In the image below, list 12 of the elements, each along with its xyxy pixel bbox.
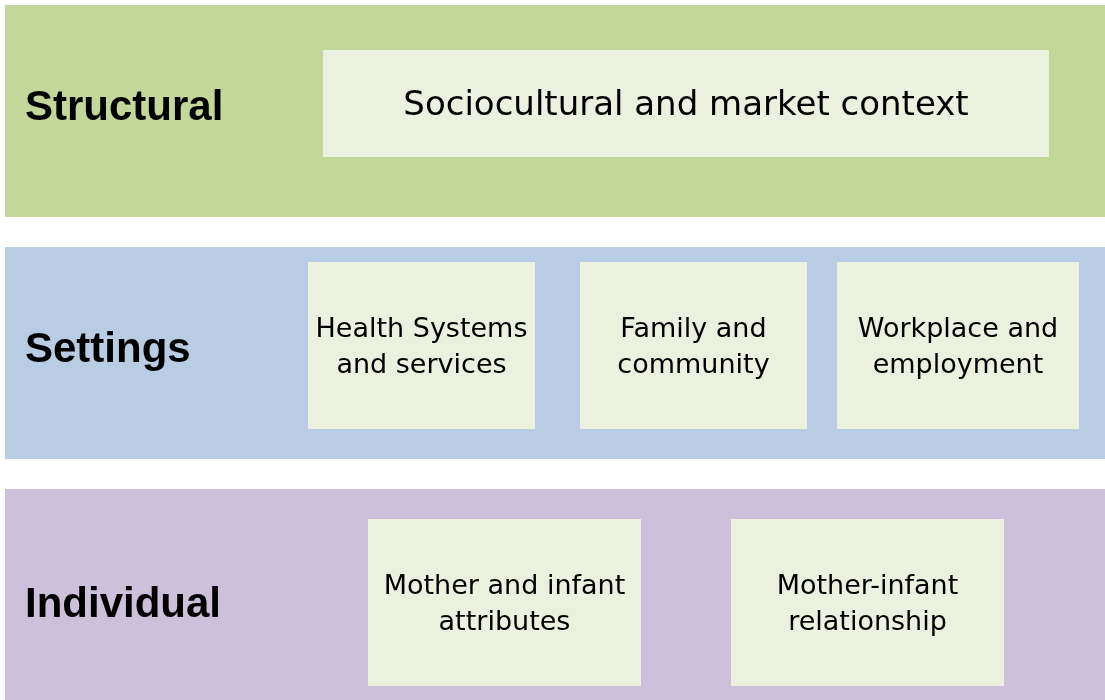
factor-box: Family and community [580,262,807,429]
layer-title: Settings [25,324,191,372]
factor-box: Health Systems and services [308,262,535,429]
layer-band [5,5,1105,217]
layer-band [5,247,1105,459]
factor-box: Sociocultural and market context [323,50,1049,157]
factor-box: Mother-infant relationship [731,519,1004,686]
layer-title: Structural [25,82,224,130]
factor-box: Mother and infant attributes [368,519,641,686]
layer-band [5,489,1105,700]
factor-box: Workplace and employment [837,262,1079,429]
layer-title: Individual [25,579,221,627]
